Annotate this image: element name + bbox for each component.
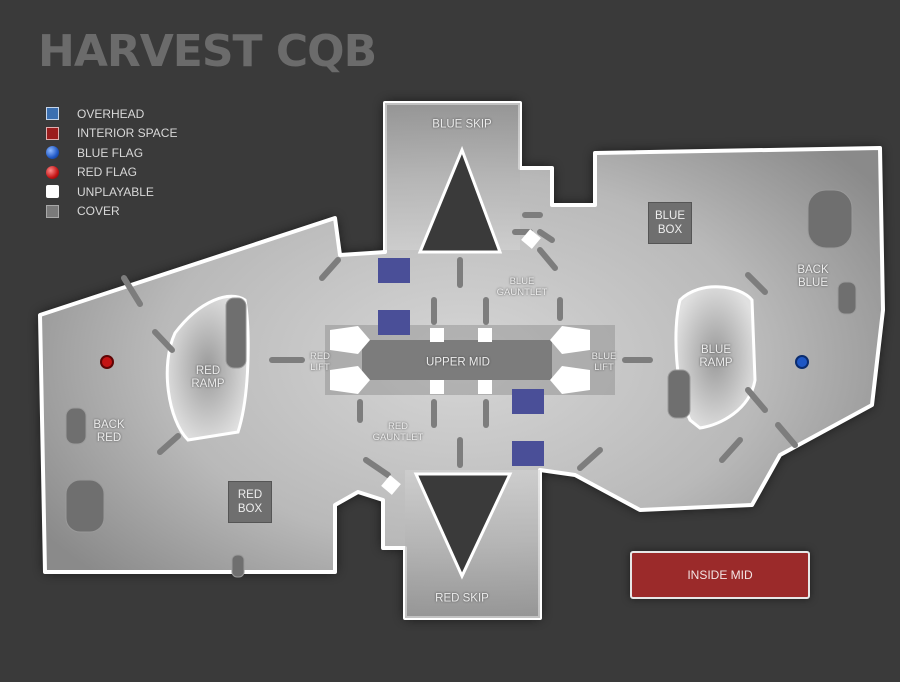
overhead-block [378,310,410,335]
legend-label: BLUE FLAG [77,145,144,160]
legend-label: INTERIOR SPACE [77,126,178,141]
blue-lift-label: BLUE LIFT [591,351,617,373]
red-flag-swatch-icon [46,165,59,179]
map-title: HARVEST CQB [38,26,377,77]
legend-item-interior: INTERIOR SPACE [46,124,177,144]
inside-mid-panel: INSIDE MID [630,551,810,599]
overhead-swatch-icon [46,107,59,121]
legend-item-cover: COVER [46,202,177,222]
legend-item-blue-flag: BLUE FLAG [46,143,177,163]
legend-label: UNPLAYABLE [77,184,154,199]
legend-label: RED FLAG [77,165,138,180]
blue-skip-label: BLUE SKIP [432,118,492,131]
overhead-block [512,389,544,414]
back-blue-label: BACK BLUE [797,264,829,289]
unplayable-blocks [330,229,590,495]
overhead-block [512,441,544,466]
blue-flag-swatch-icon [46,146,59,160]
blue-flag-icon [795,355,809,369]
blue-ramp-label: BLUE RAMP [699,344,733,369]
red-lift-label: RED LIFT [309,351,331,373]
cover-pieces [65,189,857,578]
legend-label: COVER [77,204,120,219]
blue-box-label: BLUE BOX [648,202,692,244]
red-flag-icon [100,355,114,369]
legend-item-overhead: OVERHEAD [46,104,177,124]
blue-gauntlet-label: BLUE GAUNTLET [496,276,548,298]
wall-barriers [121,212,798,478]
inside-mid-label: INSIDE MID [687,568,753,582]
unplayable-swatch-icon [46,185,59,199]
legend-item-unplayable: UNPLAYABLE [46,182,177,202]
legend-item-red-flag: RED FLAG [46,163,177,183]
interior-swatch-icon [46,126,59,140]
upper-mid-label: UPPER MID [426,356,490,369]
red-skip-label: RED SKIP [435,592,489,605]
red-gauntlet-label: RED GAUNTLET [372,421,424,443]
legend-label: OVERHEAD [77,106,145,121]
back-red-label: BACK RED [93,419,125,444]
overhead-block [378,258,410,283]
red-box-label: RED BOX [228,481,272,523]
cover-swatch-icon [46,204,59,218]
red-ramp-label: RED RAMP [191,365,225,390]
legend: OVERHEAD INTERIOR SPACE BLUE FLAG RED FL… [46,104,177,221]
